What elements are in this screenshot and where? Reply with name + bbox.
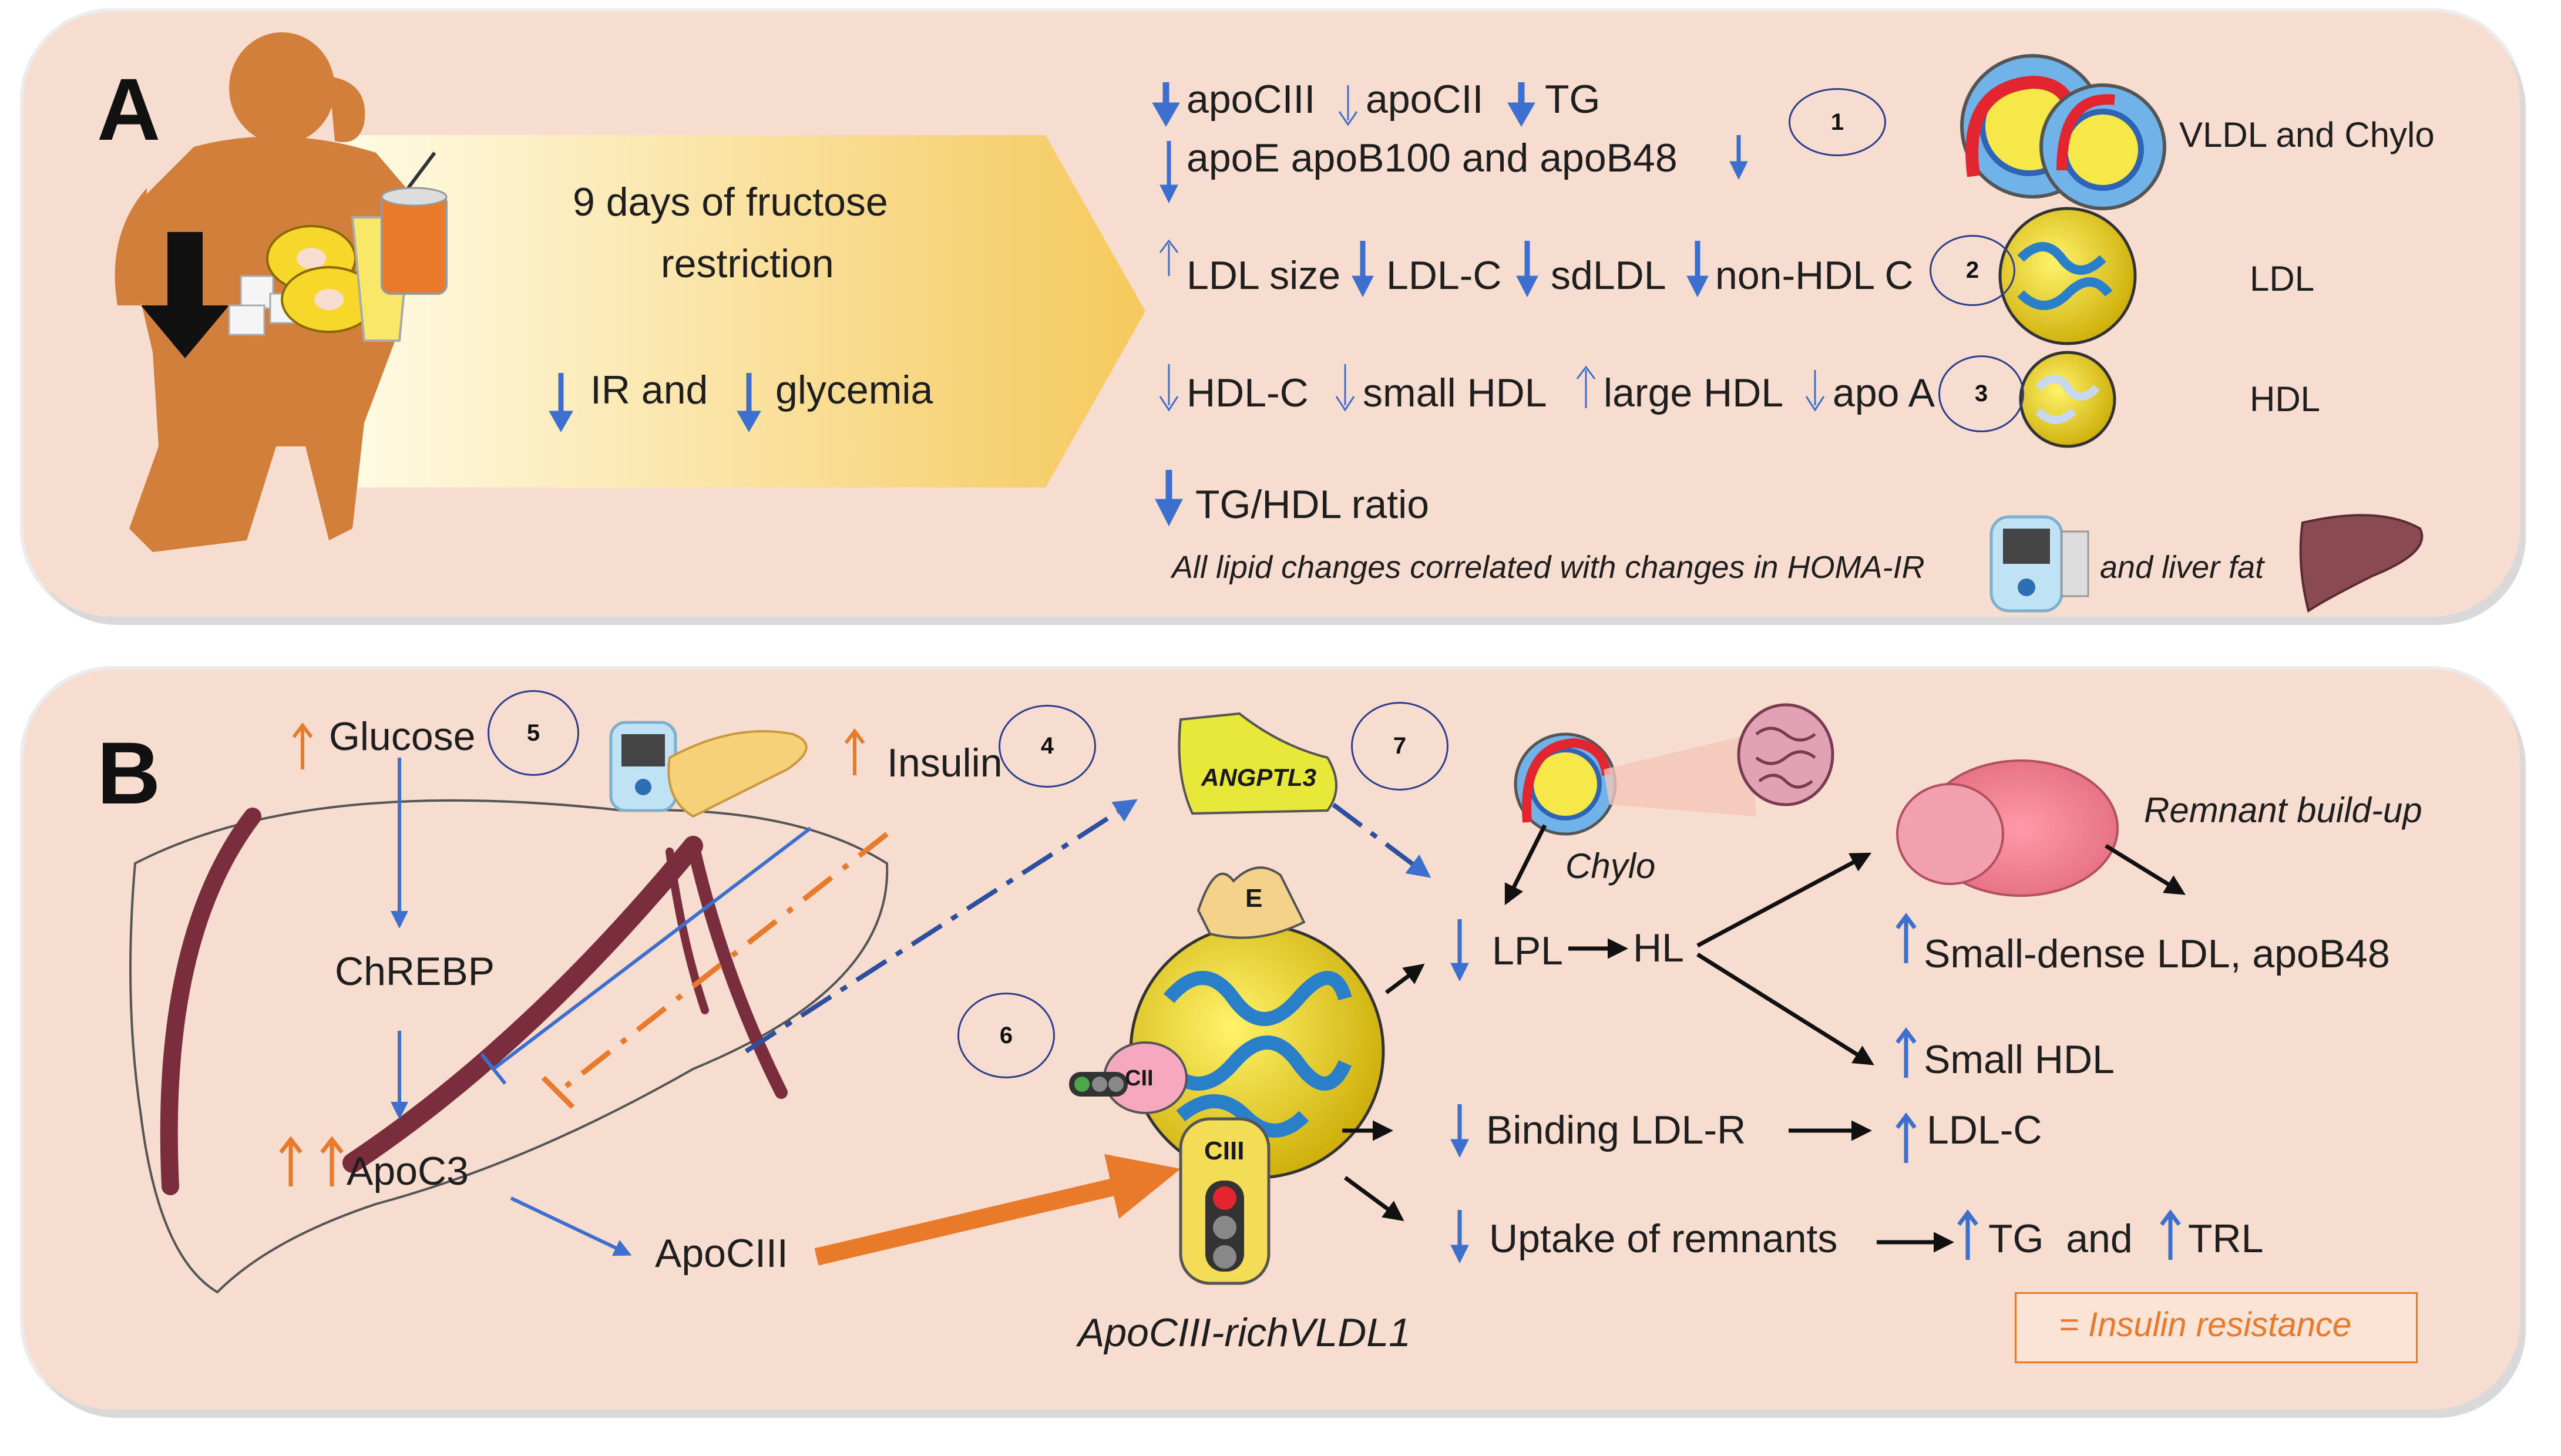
arrow-markers-a [549,82,1825,527]
step-number-7: 7 [1351,702,1448,791]
angptl3-icon [1178,712,1337,815]
label-binding-ldlr: Binding LDL-R [1486,1108,1746,1152]
step-number-5: 5 [488,690,579,776]
label-vldl1-caption: ApoCIII-richVLDL1 [1078,1310,1411,1355]
footnote-b: and liver fat [2100,550,2264,585]
legend-box [2015,1292,2418,1363]
step-number-3: 3 [1938,355,2024,432]
liver-outline-icon [129,799,889,1294]
soda-can-icon [381,187,448,295]
row2-ldl-c: LDL-C [1386,253,1502,298]
label-apociii: ApoCIII [655,1231,788,1276]
label-ciii: CIII [1204,1136,1245,1165]
label-lpl: LPL [1492,929,1563,973]
remnant-particle-icon [1896,759,2119,897]
label-ldl: LDL [2250,259,2315,298]
row4-tg-hdl: TG/HDL ratio [1195,482,1430,527]
row2-sdldl: sdLDL [1551,253,1666,298]
step-number-2: 2 [1930,235,2015,306]
row3-large-hdl: large HDL [1604,371,1784,415]
label-uptake: Uptake of remnants [1489,1216,1838,1261]
vldl-particle-icon [1960,54,2166,210]
pathway-arrows [391,758,812,1256]
row3-apo-a: apo A [1833,371,1935,415]
inhibition-bar [541,1075,575,1109]
row1-tg: TG [1545,77,1601,122]
down-arrow-icon [141,232,229,358]
label-chrebp: ChREBP [335,949,495,994]
label-insulin: Insulin [887,741,1003,785]
footnote-a: All lipid changes correlated with change… [1172,550,1925,585]
banner-line3-a: IR and [590,368,708,412]
row1-apociii: apoCIII [1187,77,1316,122]
label-cii: CII [1125,1066,1154,1091]
arrow-markers-b [1450,913,2181,1264]
row1-apocii: apoCII [1366,77,1484,122]
step-number-1: 1 [1789,88,1886,156]
hdl-particle-icon [2019,351,2116,448]
chylomicron-icon [1514,732,1756,836]
intestine-icon [1737,703,1834,806]
legend-text: = Insulin resistance [2059,1306,2352,1344]
panel-b-letter: B [97,724,161,822]
step-number-6: 6 [957,993,1055,1078]
row3-hdl-c: HDL-C [1187,371,1309,415]
row2-ldl-size: LDL size [1187,253,1341,298]
panel-a-letter: A [97,60,161,159]
glucometer-icon [1989,515,2089,613]
banner-line3-b: glycemia [775,368,933,412]
step-number-4: 4 [999,705,1096,788]
angptl3-dashed-arrow [744,799,1431,1054]
row1-line2: apoE apoB100 and apoB48 [1187,136,1678,180]
banner-arrow [341,135,1145,487]
ldl-particle-icon [1998,207,2137,345]
label-small-hdl: Small HDL [1924,1037,2115,1082]
label-glucose: Glucose [329,714,476,759]
traffic-light-icon [1069,1041,1188,1114]
label-tg-and: TG and [1988,1216,2133,1261]
pancreas-icon [667,730,808,818]
ciii-traffic-light-icon [1179,1117,1271,1285]
label-e: E [1245,884,1263,913]
label-small-dense-ldl: Small-dense LDL, apoB48 [1924,932,2390,976]
row3-small-hdl: small HDL [1363,371,1547,415]
vldl1-particle-icon [1129,866,1385,1179]
label-ldl-c: LDL-C [1927,1108,2042,1152]
label-remnant: Remnant build-up [2144,791,2422,830]
banner-line1: 9 days of fructose [573,180,888,224]
label-hdl: HDL [2250,379,2321,419]
banner-line2: restriction [661,241,834,286]
row2-non-hdl: non-HDL C [1715,253,1914,298]
label-trl: TRL [2188,1216,2264,1261]
liver-icon [2299,514,2424,613]
label-vldl-chylo: VLDL and Chylo [2179,115,2435,154]
label-hl: HL [1633,926,1684,970]
flow-arrows [1342,824,2186,1253]
label-apoc3: ApoC3 [347,1149,469,1193]
glucometer-icon [609,721,677,812]
label-chylo: Chylo [1565,846,1656,886]
big-orange-arrow [814,1154,1181,1266]
label-angptl3: ANGPTL3 [1201,764,1317,791]
